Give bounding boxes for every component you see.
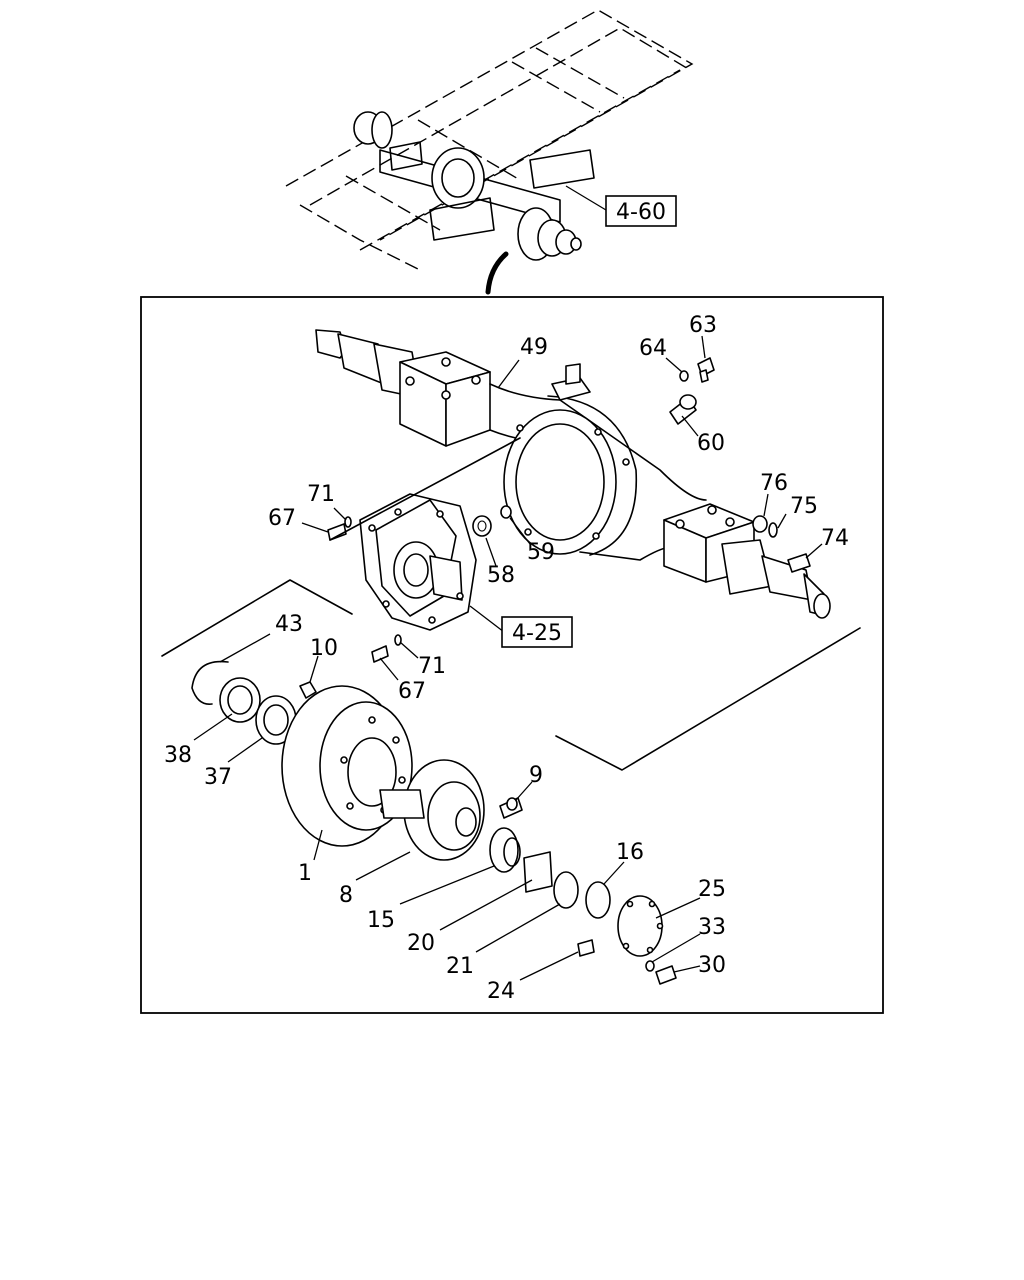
guide-line-left (161, 579, 353, 657)
callout-15: 15 (367, 908, 395, 933)
part-plug-58 (472, 515, 492, 537)
part-hub-bolt-9 (499, 797, 523, 819)
part-plug-60 (669, 394, 697, 425)
part-hub-8 (379, 759, 485, 861)
detail-frame (140, 296, 884, 1014)
part-washer-71-lower (394, 634, 402, 646)
callout-37: 37 (204, 765, 232, 790)
reference-4-60: 4-60 (565, 185, 677, 227)
part-bolt-67-upper (327, 523, 347, 541)
leader-lines (193, 335, 823, 981)
part-gasket-59 (500, 505, 512, 519)
callout-10: 10 (310, 636, 338, 661)
part-gasket-64 (679, 370, 689, 382)
vehicle-frame-overview (285, 9, 694, 295)
part-bolt-67-lower (371, 645, 389, 663)
part-screw-24 (577, 939, 595, 957)
callout-74: 74 (821, 526, 849, 551)
callout-20: 20 (407, 931, 435, 956)
part-brake-drum-1 (281, 685, 413, 847)
callout-25: 25 (698, 877, 726, 902)
callout-67-lower: 67 (398, 679, 426, 704)
callout-59: 59 (527, 540, 555, 565)
part-lock-washer-21 (553, 871, 579, 909)
part-bolt-30 (655, 965, 677, 985)
axle-housing (315, 329, 831, 619)
part-washer-33 (645, 960, 655, 972)
callout-63: 63 (689, 313, 717, 338)
callout-labels: 49 63 64 60 59 58 76 75 74 71 67 71 67 4… (164, 313, 849, 1004)
callout-1: 1 (298, 861, 312, 886)
guide-line-right (555, 627, 861, 771)
callout-8: 8 (339, 883, 353, 908)
part-nut-20 (523, 851, 553, 893)
ref-label-4-60: 4-60 (616, 200, 666, 225)
callout-21: 21 (446, 954, 474, 979)
differential-carrier (359, 493, 477, 631)
callout-67-upper: 67 (268, 506, 296, 531)
callout-24: 24 (487, 979, 515, 1004)
callout-71-upper: 71 (307, 482, 335, 507)
callout-71-lower: 71 (418, 654, 446, 679)
callout-75: 75 (790, 494, 818, 519)
part-bearing-15 (489, 827, 521, 873)
callout-9: 9 (529, 763, 543, 788)
part-plug-63 (697, 357, 715, 383)
callout-38: 38 (164, 743, 192, 768)
callout-30: 30 (698, 953, 726, 978)
part-washer-75 (768, 522, 778, 538)
callout-16: 16 (616, 840, 644, 865)
callout-60: 60 (697, 431, 725, 456)
callout-64: 64 (639, 336, 667, 361)
part-snap-ring-43 (191, 660, 229, 705)
part-nut-76 (752, 515, 768, 533)
part-gasket-16 (585, 881, 611, 919)
part-cap-25 (617, 895, 664, 957)
guide-line-upper (329, 437, 521, 541)
callout-43: 43 (275, 612, 303, 637)
reference-4-25: 4-25 (469, 605, 573, 648)
callout-49: 49 (520, 335, 548, 360)
part-bolt-74 (787, 553, 811, 573)
ref-label-4-25: 4-25 (512, 621, 562, 646)
part-seal-38 (219, 677, 261, 723)
part-washer-71-upper (344, 516, 352, 528)
part-nut-10 (299, 681, 317, 699)
callout-58: 58 (487, 563, 515, 588)
callout-76: 76 (760, 471, 788, 496)
callout-33: 33 (698, 915, 726, 940)
